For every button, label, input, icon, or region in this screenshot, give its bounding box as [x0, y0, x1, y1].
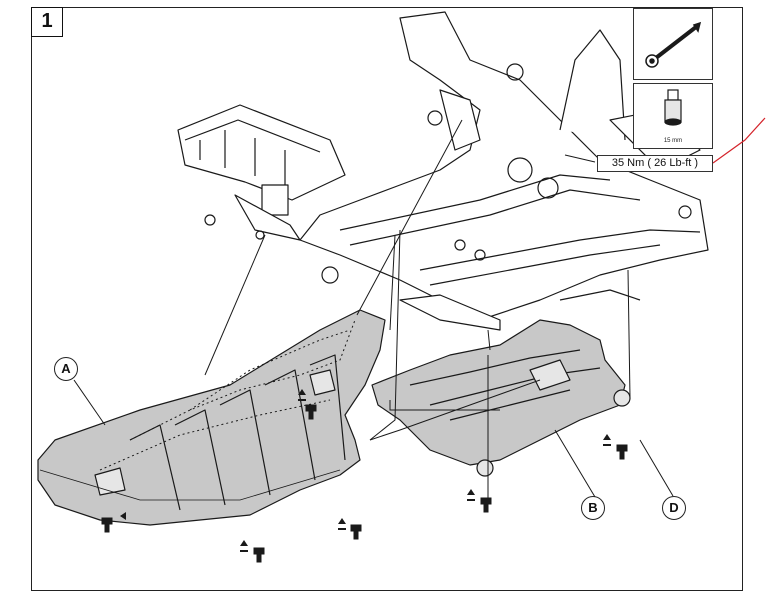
arrow-icon — [240, 540, 248, 552]
callout-a: A — [54, 357, 78, 381]
bolt-icon — [253, 547, 265, 563]
step-number: 1 — [31, 7, 63, 37]
leader-lines — [73, 119, 674, 500]
skid-plate-a — [37, 309, 386, 526]
callout-b: B — [581, 496, 605, 520]
wrench-tool-box — [633, 8, 713, 80]
bolt-icon — [350, 524, 362, 540]
bolt-icon — [101, 517, 113, 533]
arrow-icon — [298, 389, 306, 401]
torque-leader-line — [712, 117, 766, 164]
arrow-icon — [338, 518, 346, 530]
front-crossmember — [177, 104, 346, 241]
bolt-icon — [305, 404, 317, 420]
socket-icon — [664, 89, 682, 126]
skid-plate-b — [371, 319, 631, 477]
arrow-icon — [603, 434, 611, 446]
bolt-icon — [616, 444, 628, 460]
socket-size-label: 15 mm — [663, 138, 683, 144]
arrow-icon — [467, 489, 475, 501]
hidden-lines — [99, 319, 356, 471]
callout-d: D — [662, 496, 686, 520]
install-arrow-group — [120, 389, 611, 552]
arrow-icon — [120, 512, 126, 520]
bolt-group — [101, 404, 628, 563]
ratchet-wrench-icon — [645, 21, 702, 68]
socket-tool-box: 15 mm — [633, 83, 713, 149]
torque-spec-label: 35 Nm ( 26 Lb-ft ) — [597, 155, 713, 172]
bolt-icon — [480, 497, 492, 513]
